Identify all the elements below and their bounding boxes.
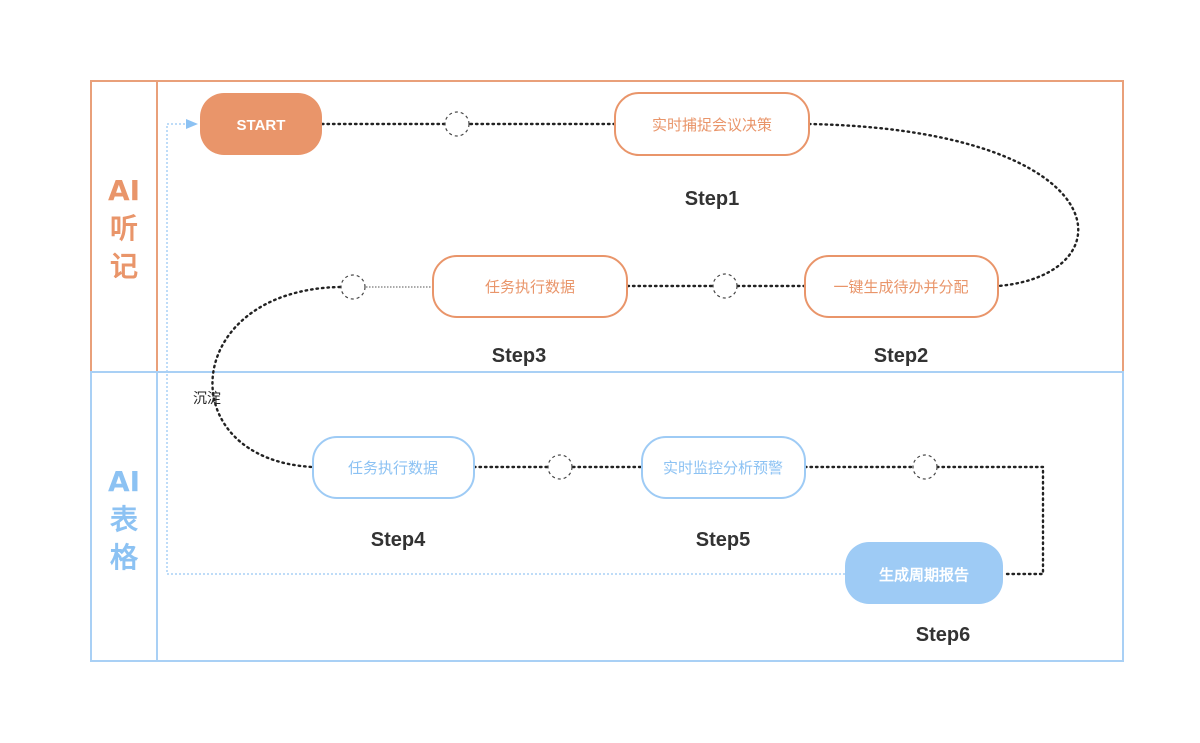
marker-circle bbox=[444, 111, 470, 137]
svg-text:实时监控分析预警: 实时监控分析预警 bbox=[663, 459, 783, 477]
svg-text:实时捕捉会议决策: 实时捕捉会议决策 bbox=[652, 116, 772, 134]
step-label-3: Step3 bbox=[492, 345, 546, 367]
node-step1: 实时捕捉会议决策 bbox=[614, 92, 810, 156]
svg-text:表: 表 bbox=[110, 503, 138, 536]
svg-text:生成周期报告: 生成周期报告 bbox=[879, 566, 969, 584]
svg-text:格: 格 bbox=[110, 541, 139, 574]
svg-text:一键生成待办并分配: 一键生成待办并分配 bbox=[833, 278, 968, 296]
marker-circle bbox=[712, 273, 738, 299]
connector-step3-step4 bbox=[211, 285, 342, 469]
marker-circle bbox=[912, 454, 938, 480]
node-step5: 实时监控分析预警 bbox=[641, 436, 806, 499]
step-label-5: Step5 bbox=[696, 529, 750, 551]
step-label-6: Step6 bbox=[916, 624, 970, 646]
connectors bbox=[211, 122, 1080, 576]
node-step6: 生成周期报告 bbox=[845, 542, 1003, 604]
feedback-loop bbox=[166, 119, 845, 575]
connector-step1-step2 bbox=[807, 122, 1080, 288]
node-start: START bbox=[200, 93, 322, 155]
node-step3: 任务执行数据 bbox=[432, 255, 628, 318]
node-step4: 任务执行数据 bbox=[312, 436, 475, 499]
svg-text:任务执行数据: 任务执行数据 bbox=[348, 459, 438, 477]
node-step2: 一键生成待办并分配 bbox=[804, 255, 999, 318]
annotation-settle: 沉淀 bbox=[193, 391, 221, 407]
step-labels: Step1 Step2 Step3 Step4 Step5 Step6 bbox=[371, 188, 970, 646]
lane-label-ai-table: AI 表 格 bbox=[108, 465, 140, 574]
step-label-1: Step1 bbox=[685, 188, 739, 210]
svg-text:START: START bbox=[237, 117, 286, 134]
lane-ai-table bbox=[90, 371, 1124, 662]
step-label-4: Step4 bbox=[371, 529, 426, 551]
svg-text:记: 记 bbox=[110, 250, 138, 283]
step-label-2: Step2 bbox=[874, 345, 928, 367]
svg-text:AI: AI bbox=[108, 465, 140, 498]
marker-circle bbox=[340, 274, 366, 300]
connector-markers bbox=[340, 111, 938, 480]
marker-circle bbox=[547, 454, 573, 480]
connector-step5-step6 bbox=[803, 465, 1045, 576]
svg-text:听: 听 bbox=[110, 212, 138, 245]
svg-text:任务执行数据: 任务执行数据 bbox=[485, 278, 575, 296]
svg-text:AI: AI bbox=[108, 174, 140, 207]
arrow-head-icon bbox=[186, 119, 198, 129]
lane-label-ai-notes: AI 听 记 bbox=[108, 174, 140, 283]
